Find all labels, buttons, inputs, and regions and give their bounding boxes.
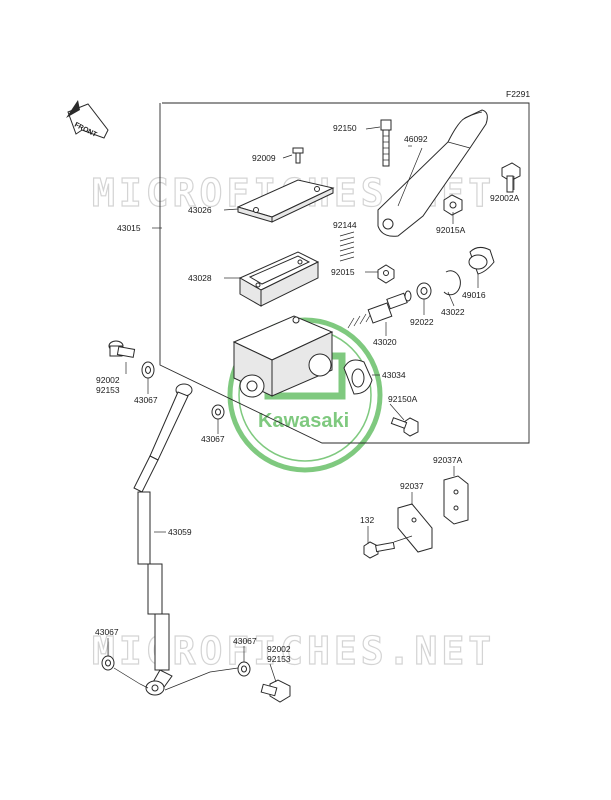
label-92037A: 92037A — [433, 455, 463, 465]
logo-text: Kawasaki — [258, 410, 349, 432]
label-92015A: 92015A — [436, 225, 466, 235]
label-92009: 92009 — [252, 153, 276, 163]
label-43059: 43059 — [168, 527, 192, 537]
label-46092: 46092 — [404, 134, 428, 144]
washer-43067-c — [101, 655, 115, 671]
label-43067-a: 43067 — [134, 395, 158, 405]
diagram-code: F2291 — [506, 89, 530, 99]
banjo-bolt-bottom — [260, 679, 291, 703]
label-43028: 43028 — [188, 273, 212, 283]
label-92150A: 92150A — [388, 394, 418, 404]
label-92153-bottom: 92153 — [267, 654, 291, 664]
master-cylinder-body — [232, 315, 334, 398]
nut-92015A — [443, 194, 463, 216]
label-43026: 43026 — [188, 205, 212, 215]
assembly-frame — [159, 102, 530, 444]
label-92002-top: 92002 — [96, 375, 120, 385]
nut-92015 — [377, 264, 395, 284]
circlip-43022 — [443, 270, 461, 296]
watermark-bottom: MICROFICHES.NET — [92, 629, 495, 673]
washer-43067-d — [237, 661, 251, 677]
label-43067-b: 43067 — [201, 434, 225, 444]
label-92002-bottom: 92002 — [267, 644, 291, 654]
washer-43067-a — [141, 361, 155, 379]
spring-92144 — [339, 231, 355, 262]
screw-92150 — [380, 119, 392, 167]
label-43022: 43022 — [441, 307, 465, 317]
bolt-92150A — [390, 417, 419, 437]
label-43015: 43015 — [117, 223, 141, 233]
bracket-92037A — [443, 475, 469, 525]
label-43034: 43034 — [382, 370, 406, 380]
label-92022: 92022 — [410, 317, 434, 327]
diaphragm-43028 — [238, 251, 320, 307]
bolt-92002A — [501, 162, 521, 193]
label-92144: 92144 — [333, 220, 357, 230]
label-132: 132 — [360, 515, 374, 525]
label-92153-top: 92153 — [96, 385, 120, 395]
piston-43020 — [347, 290, 412, 329]
dust-boot-49016 — [468, 246, 495, 275]
label-92150: 92150 — [333, 123, 357, 133]
clamp-43034 — [343, 359, 373, 395]
washer-92022 — [416, 282, 432, 300]
label-92002A: 92002A — [490, 193, 520, 203]
screw-92009 — [292, 147, 304, 164]
bracket-92037 — [397, 503, 433, 553]
front-arrow-icon: FRONT — [66, 100, 109, 139]
label-43067-d: 43067 — [233, 636, 257, 646]
reservoir-cap-43026 — [236, 179, 335, 223]
label-92037: 92037 — [400, 481, 424, 491]
washer-43067-b — [211, 404, 225, 420]
brake-hose-43059 — [133, 383, 193, 696]
banjo-bolt-top — [108, 340, 136, 358]
label-43067-c: 43067 — [95, 627, 119, 637]
label-49016: 49016 — [462, 290, 486, 300]
brake-lever-46092 — [377, 109, 488, 237]
bolt-132 — [363, 541, 395, 559]
label-92015: 92015 — [331, 267, 355, 277]
label-43020: 43020 — [373, 337, 397, 347]
